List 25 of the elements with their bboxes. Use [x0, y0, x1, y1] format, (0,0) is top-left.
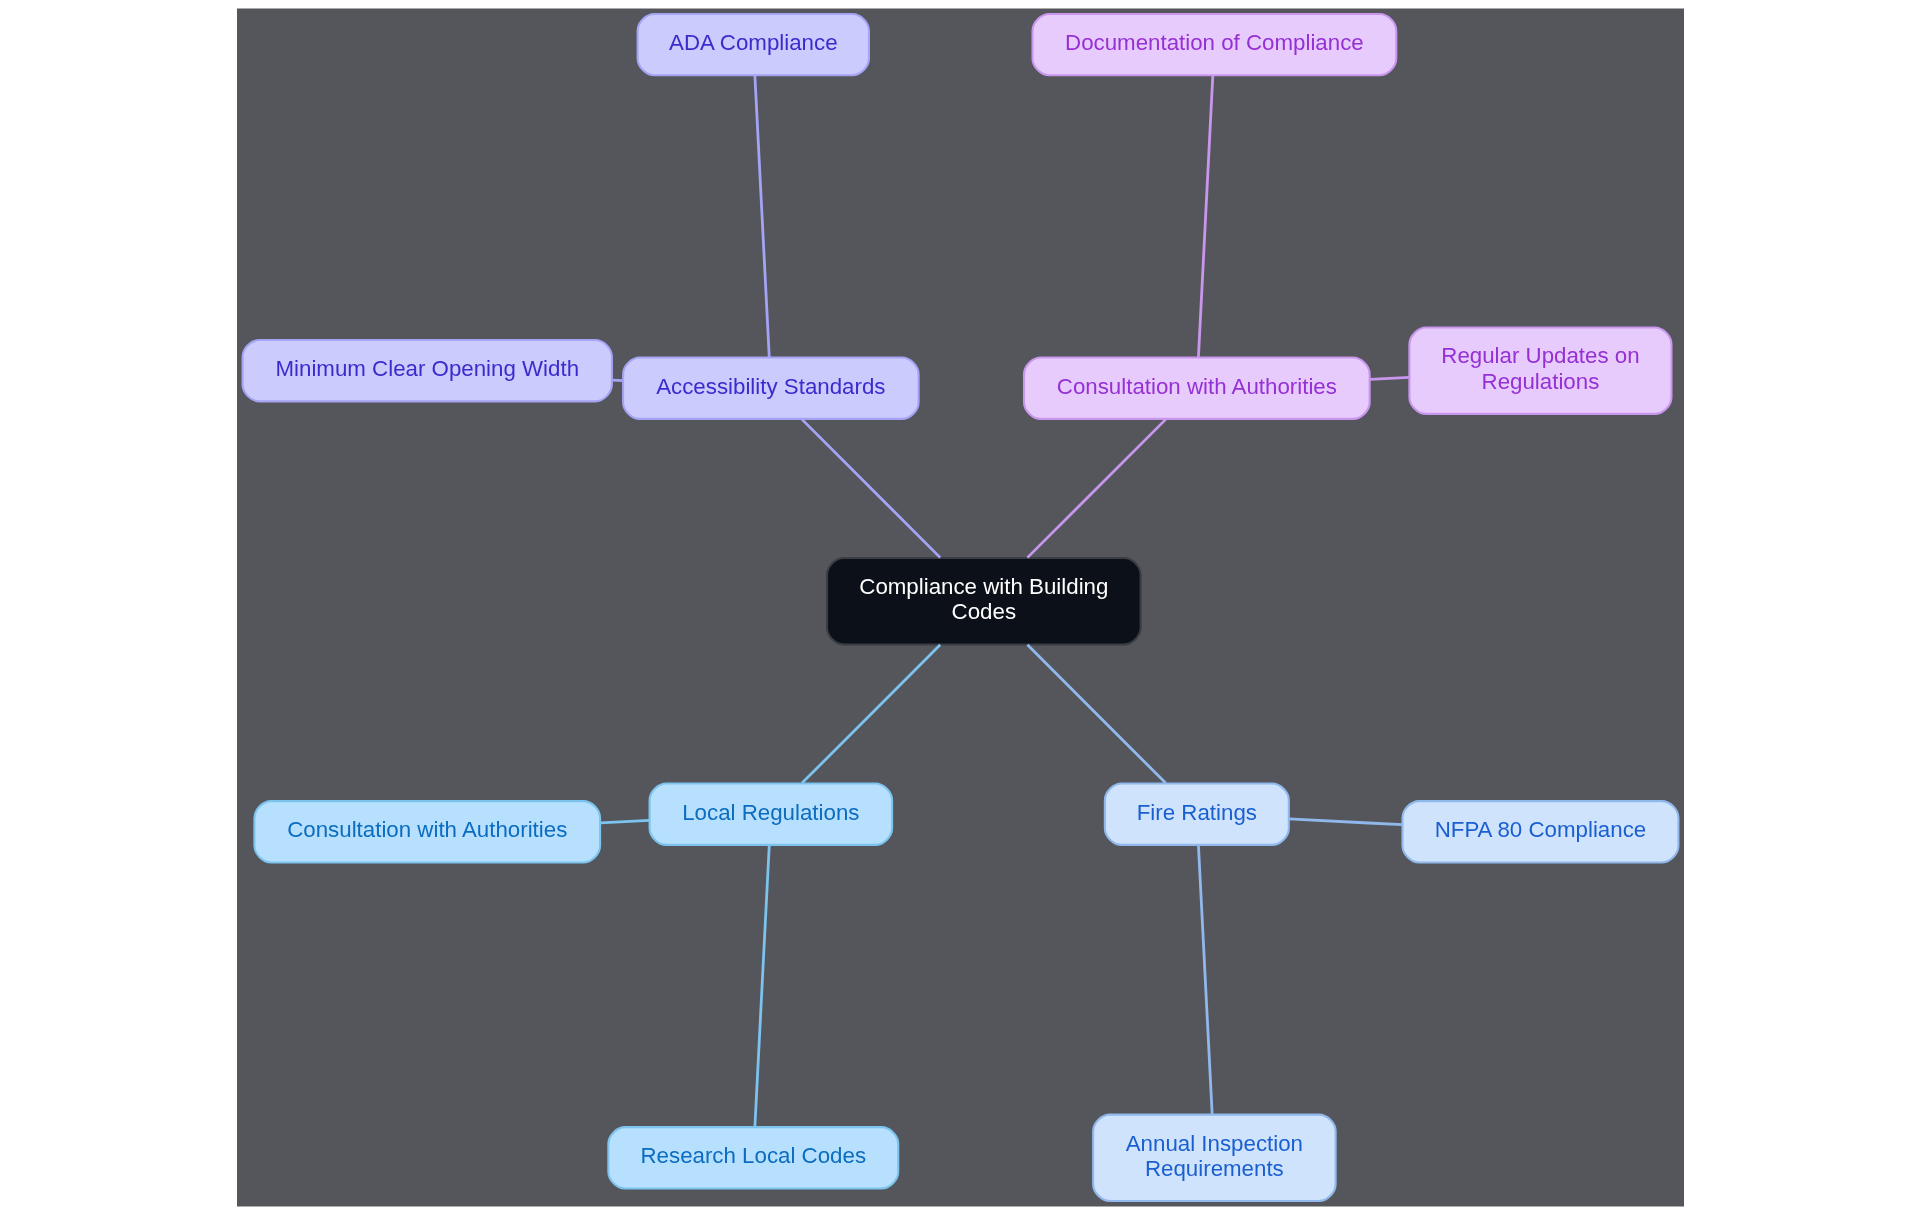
connector [599, 819, 649, 825]
node-box: Minimum Clear Opening Width [241, 338, 613, 403]
connector [1025, 418, 1167, 559]
node-box: Local Regulations [648, 782, 893, 846]
connector [752, 75, 771, 358]
connector [800, 643, 941, 785]
node-box: ADA Compliance [636, 12, 870, 77]
connector [1369, 376, 1409, 381]
connector [800, 418, 941, 559]
node-box: Documentation of Compliance [1030, 12, 1397, 77]
node-box: Regular Updates on Regulations [1407, 326, 1672, 415]
node-box: Consultation with Authorities [252, 800, 601, 864]
node-box: Consultation with Authorities [1022, 356, 1371, 420]
connector [1196, 75, 1214, 358]
node-box: Accessibility Standards [621, 356, 920, 420]
node-box: Fire Ratings [1103, 782, 1290, 846]
node-box: NFPA 80 Compliance [1400, 800, 1679, 864]
connector [1025, 643, 1167, 785]
connector [752, 845, 771, 1128]
node-box: Compliance with Building Codes [825, 556, 1142, 646]
connector [1288, 817, 1402, 827]
node-box: Annual Inspection Requirements [1091, 1113, 1337, 1203]
connector [1196, 845, 1214, 1115]
node-box: Research Local Codes [606, 1126, 899, 1190]
connector [611, 378, 623, 383]
